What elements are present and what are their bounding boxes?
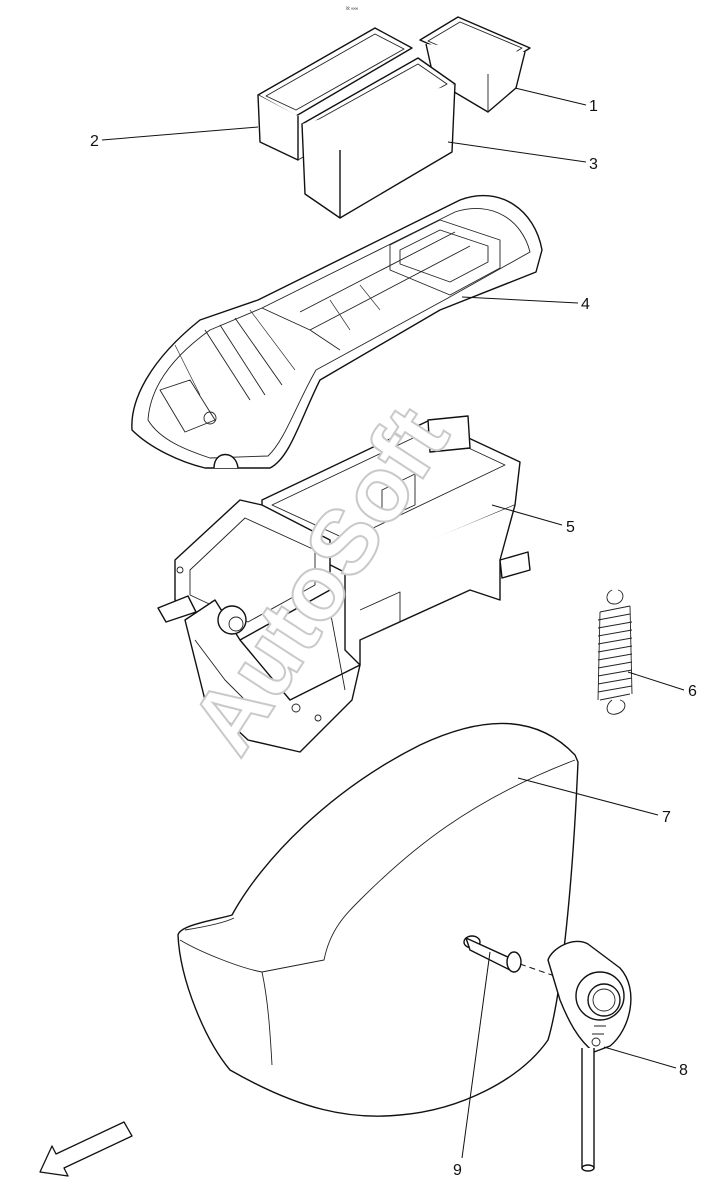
callout-3: 3 (589, 156, 598, 173)
callout-9: 9 (453, 1162, 462, 1179)
part-6-spring (597, 589, 633, 715)
leader-line-1 (514, 87, 587, 106)
callout-5: 5 (566, 519, 575, 536)
leader-line-5 (491, 504, 563, 526)
callout-1: 1 (589, 98, 598, 115)
leader-line-9 (461, 951, 491, 1159)
callout-6: 6 (688, 683, 697, 700)
part-3-long-box (301, 57, 456, 219)
callout-8: 8 (679, 1062, 688, 1079)
part-7-armrest-cover (177, 722, 579, 1117)
leader-line-8 (603, 1046, 677, 1069)
part-5-bracket-frame (157, 415, 531, 753)
callout-2: 2 (90, 133, 99, 150)
callout-4: 4 (581, 296, 590, 313)
front-direction-arrow-icon (39, 1121, 133, 1177)
callout-7: 7 (662, 809, 671, 826)
part-8-hinge-bracket (547, 940, 632, 1172)
leader-line-2 (101, 126, 259, 141)
leader-line-6 (627, 671, 685, 691)
part-4-console-tray (131, 195, 543, 469)
leader-line-3 (447, 141, 587, 163)
leader-line-4 (461, 296, 579, 304)
leader-line-7 (517, 777, 659, 816)
top-marker-text: ℵ ∞∞ (346, 6, 359, 12)
